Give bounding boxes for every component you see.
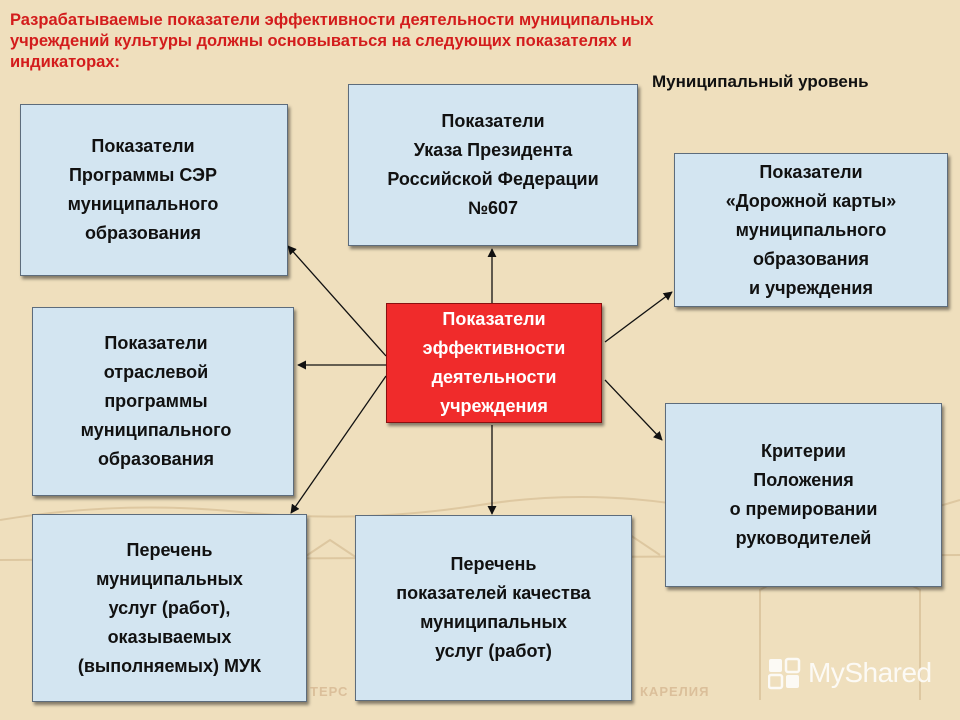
background-text-left: ТЕРС xyxy=(310,684,349,699)
box-line: Указа Президента xyxy=(413,140,573,160)
box-line: «Дорожной карты» xyxy=(725,190,897,211)
myshared-logo-icon xyxy=(768,657,801,690)
box-line: руководителей xyxy=(735,528,872,548)
box-line: эффективности xyxy=(422,338,566,358)
title-line: индикаторах: xyxy=(10,53,121,71)
box-line: Российской Федерации xyxy=(387,169,599,189)
box-sector-program: Показатели отраслевой программы муниципа… xyxy=(32,307,294,496)
title-line: учреждений культуры должны основываться … xyxy=(10,32,632,50)
box-quality-indicators: Перечень показателей качества муниципаль… xyxy=(355,515,632,701)
box-line: Перечень xyxy=(450,554,537,574)
box-line: Показатели xyxy=(104,333,208,353)
watermark-text: MyShared xyxy=(808,657,932,688)
slide-title: Разрабатываемые показатели эффективности… xyxy=(10,10,890,73)
box-line: образования xyxy=(84,223,202,243)
box-center-efficiency: Показатели эффективности деятельности уч… xyxy=(386,303,602,423)
box-line: и учреждения xyxy=(749,277,873,298)
box-line: Программы СЭР xyxy=(68,165,217,185)
box-line: (выполняемых) МУК xyxy=(77,655,262,676)
box-line: муниципального xyxy=(80,420,232,440)
box-line: учреждения xyxy=(440,396,548,416)
box-line: деятельности xyxy=(431,367,557,387)
box-line: Показатели xyxy=(441,111,545,131)
arrow-to-roadmap xyxy=(604,291,673,343)
box-roadmap: Показатели «Дорожной карты» муниципально… xyxy=(674,153,948,307)
box-president-decree: Показатели Указа Президента Российской Ф… xyxy=(348,84,638,246)
box-line: отраслевой xyxy=(103,362,209,382)
box-line: Положения xyxy=(753,470,854,490)
box-line: образования xyxy=(752,248,870,269)
background-text-right: КАРЕЛИЯ xyxy=(640,684,710,699)
box-line: показателей качества xyxy=(396,583,591,603)
level-label: Муниципальный уровень xyxy=(652,72,869,91)
box-line: Перечень xyxy=(126,539,213,560)
box-line: Показатели xyxy=(759,161,863,182)
box-line: услуг (работ), xyxy=(108,597,231,618)
box-line: услуг (работ) xyxy=(435,641,552,661)
box-line: о премировании xyxy=(729,499,878,519)
title-line: Разрабатываемые показатели эффективности… xyxy=(10,11,654,29)
box-line: муниципального xyxy=(735,219,887,240)
box-ser-program: Показатели Программы СЭР муниципального … xyxy=(20,104,288,276)
box-line: №607 xyxy=(467,198,519,218)
box-bonus-criteria: Критерии Положения о премировании руково… xyxy=(665,403,942,587)
box-line: Показатели xyxy=(442,309,546,329)
arrow-to-ser-program xyxy=(287,245,387,357)
box-services-list: Перечень муниципальных услуг (работ), ок… xyxy=(32,514,307,702)
box-line: программы xyxy=(104,391,208,411)
box-line: муниципальных xyxy=(420,612,567,632)
box-line: Критерии xyxy=(761,441,846,461)
arrow-to-bonus-criteria xyxy=(604,379,663,441)
myshared-watermark[interactable]: MyShared xyxy=(768,656,932,690)
box-line: оказываемых xyxy=(107,626,232,647)
box-line: муниципального xyxy=(67,194,219,214)
box-line: Показатели xyxy=(91,136,195,156)
box-line: муниципальных xyxy=(96,568,243,589)
box-line: образования xyxy=(97,449,215,469)
arrow-to-services-list xyxy=(290,375,387,514)
